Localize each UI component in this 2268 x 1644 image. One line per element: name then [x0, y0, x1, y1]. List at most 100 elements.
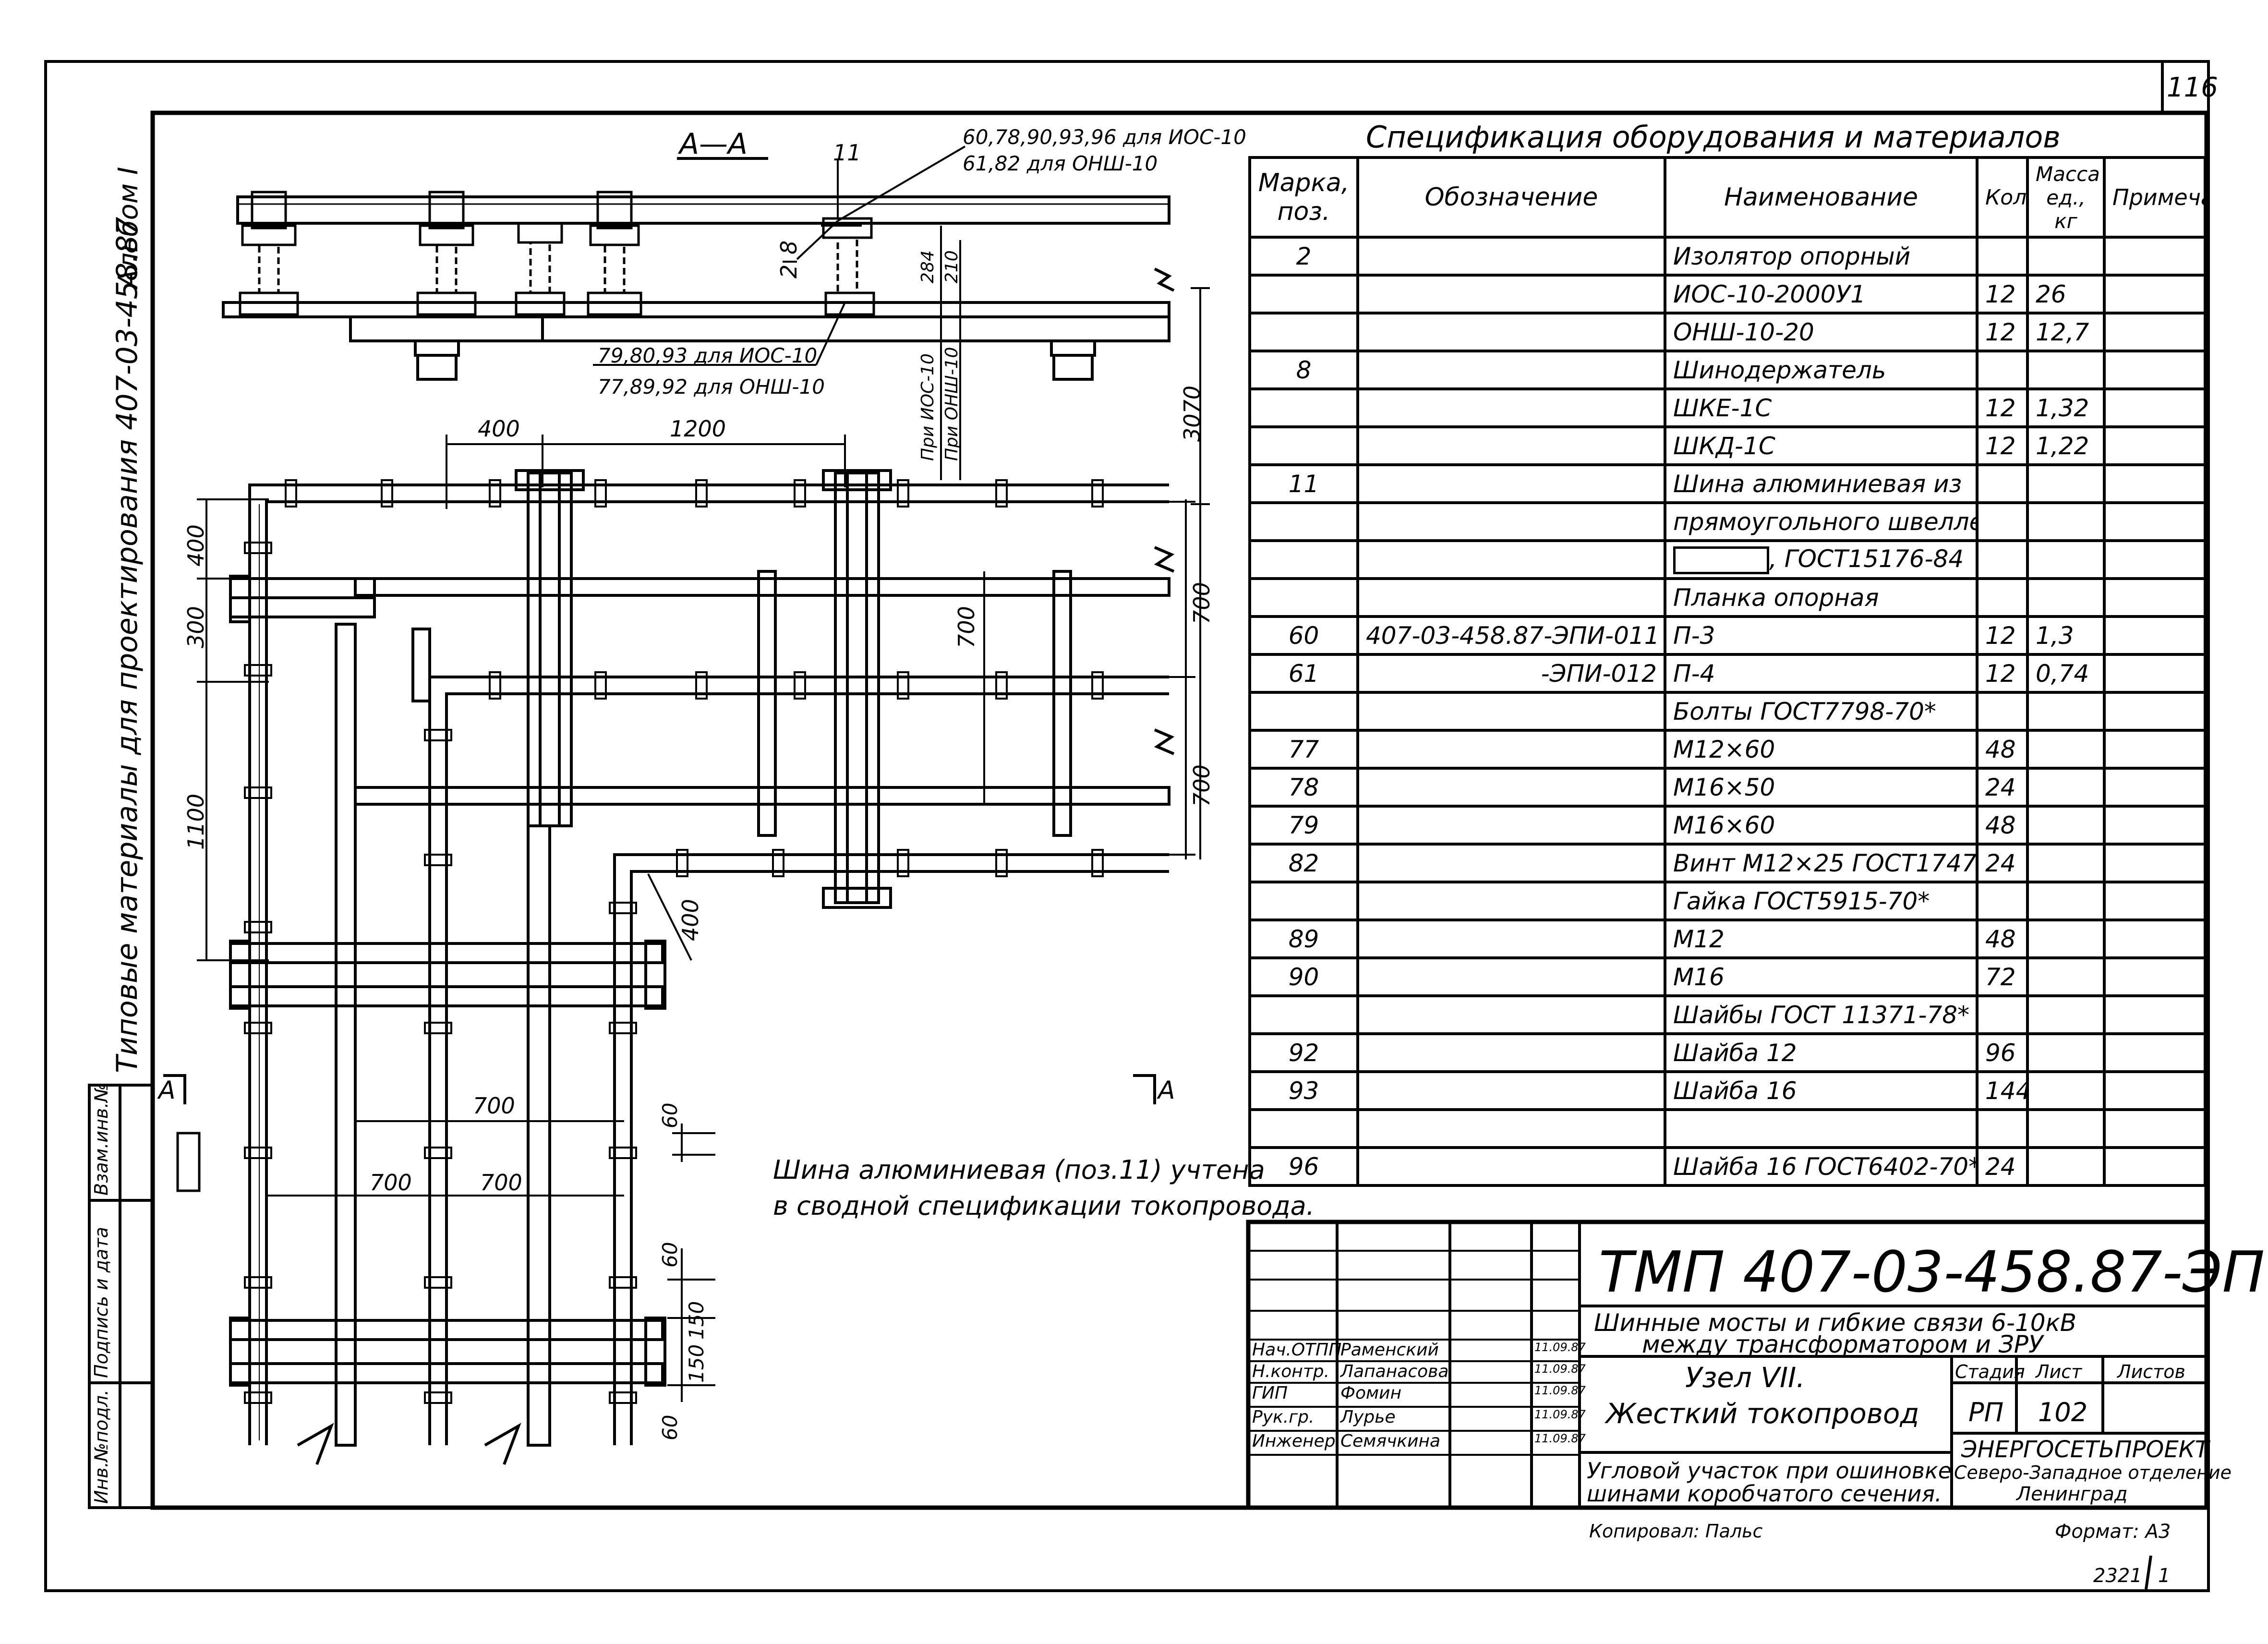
pos-11-label: 11 — [833, 140, 861, 166]
spec-cell-note — [2103, 350, 2207, 390]
spec-cell-note — [2103, 236, 2207, 277]
spec-cell-mass — [2026, 691, 2106, 732]
spec-cell-qty: 72 — [1976, 956, 2029, 997]
project-line1: Шинные мосты и гибкие связи 6-10кВ — [1594, 1309, 2077, 1337]
spec-cell-qty — [1976, 1108, 2029, 1149]
spec-cell-note — [2103, 463, 2207, 504]
spec-row: Планка опорная — [1248, 577, 2207, 618]
spec-cell-qty — [1976, 881, 2029, 921]
spec-cell-qty: 12 — [1976, 615, 2029, 656]
signer-role: Н.контр. — [1252, 1362, 1330, 1381]
spec-cell-name: Шайбы ГОСТ 11371-78* — [1664, 994, 1978, 1035]
spec-cell-name: П-3 — [1664, 615, 1978, 656]
spec-cell-mass — [2026, 843, 2106, 883]
spec-cell-note — [2103, 1146, 2207, 1187]
spec-cell-note — [2103, 387, 2207, 428]
spec-cell-pos: 89 — [1248, 919, 1359, 959]
spec-cell-pos — [1248, 691, 1359, 732]
spec-cell-note — [2103, 919, 2207, 959]
pos-2-label: 2 — [776, 264, 802, 278]
side-stamp-sign: Подпись и дата — [91, 1227, 112, 1378]
signer-name: Лурье — [1340, 1407, 1396, 1427]
spec-cell-designation — [1356, 501, 1666, 542]
spec-cell-note — [2103, 1108, 2207, 1149]
spec-cell-name: ШКЕ-1С — [1664, 387, 1978, 428]
spec-row: Болты ГОСТ7798-70* — [1248, 691, 2207, 732]
signer-date: 11.09.87 — [1534, 1384, 1586, 1397]
blank-size-box — [1673, 546, 1769, 575]
spec-cell-pos — [1248, 501, 1359, 542]
spec-cell-pos — [1248, 881, 1359, 921]
dim-onsh: При ОНШ-10 — [942, 347, 962, 461]
spec-cell-designation — [1356, 312, 1666, 352]
spec-cell-qty — [1976, 691, 2029, 732]
spec-cell-designation: -ЭПИ-012 — [1356, 653, 1666, 694]
spec-cell-designation — [1356, 843, 1666, 883]
cut-mark-left: А — [158, 1076, 176, 1105]
spec-cell-designation — [1356, 274, 1666, 314]
spec-cell-name: М16 — [1664, 956, 1978, 997]
spec-cell-text: , ГОСТ15176-84 — [1769, 544, 1964, 573]
format-label: Формат: А3 — [2055, 1521, 2171, 1543]
copied-by: Копировал: Пальс — [1589, 1521, 1763, 1542]
dim-700-mid: 700 — [953, 606, 979, 648]
spec-row: прямоугольного швеллера — [1248, 501, 2207, 542]
section-note-top-2: 61,82 для ОНШ-10 — [963, 152, 1158, 175]
plan-view — [163, 287, 1210, 1465]
spec-cell-designation — [1356, 994, 1666, 1035]
spec-cell-name: М16×60 — [1664, 805, 1978, 846]
spec-row: Шайбы ГОСТ 11371-78* — [1248, 994, 2207, 1035]
spec-cell-qty: 12 — [1976, 425, 2029, 466]
spec-cell-qty: 12 — [1976, 274, 2029, 314]
spec-cell-mass — [2026, 881, 2106, 921]
spec-cell-designation — [1356, 729, 1666, 770]
spec-cell-mass — [2026, 1146, 2106, 1187]
dim-1100: 1100 — [183, 793, 209, 850]
spec-cell-name: Шайба 16 ГОСТ6402-70* — [1664, 1146, 1978, 1187]
spec-cell-note — [2103, 1070, 2207, 1111]
col-note-header: Примечание — [2103, 156, 2207, 239]
plan-note-line2: в сводной спецификации токопровода. — [773, 1191, 1315, 1221]
spec-cell-name: , ГОСТ15176-84 — [1664, 539, 1978, 580]
spec-cell-mass: 1,32 — [2026, 387, 2106, 428]
spec-row: , ГОСТ15176-84 — [1248, 539, 2207, 580]
signer-role: ГИП — [1252, 1383, 1288, 1403]
spec-cell-designation — [1356, 577, 1666, 618]
spec-cell-qty: 48 — [1976, 805, 2029, 846]
spec-title: Спецификация оборудования и материалов — [1366, 120, 2061, 155]
spec-cell-pos — [1248, 539, 1359, 580]
spec-cell-pos: 78 — [1248, 767, 1359, 808]
col-qty-header: Кол. — [1976, 156, 2029, 239]
spec-cell-name: ИОС-10-2000У1 — [1664, 274, 1978, 314]
spec-cell-mass — [2026, 1032, 2106, 1073]
dim-210: 210 — [942, 250, 962, 283]
stage-label: Стадия — [1955, 1361, 2025, 1382]
spec-cell-note — [2103, 729, 2207, 770]
spec-row: Гайка ГОСТ5915-70* — [1248, 881, 2207, 921]
spec-cell-name: ОНШ-10-20 — [1664, 312, 1978, 352]
spec-cell-mass — [2026, 539, 2106, 580]
spec-cell-qty — [1976, 463, 2029, 504]
section-note-top-1: 60,78,90,93,96 для ИОС-10 — [963, 125, 1246, 149]
spec-cell-note — [2103, 805, 2207, 846]
title-block-grid — [1246, 1220, 2209, 1510]
spec-cell-name: Изолятор опорный — [1664, 236, 1978, 277]
signer-date: 11.09.87 — [1534, 1408, 1586, 1421]
spec-cell-qty — [1976, 350, 2029, 390]
spec-cell-note — [2103, 425, 2207, 466]
signer-role: Инженер — [1252, 1431, 1336, 1451]
spec-cell-designation — [1356, 919, 1666, 959]
sheet-title-1: Угловой участок при ошиновке — [1587, 1458, 1952, 1484]
plan-note-line1: Шина алюминиевая (поз.11) учтена — [773, 1155, 1265, 1185]
spec-cell-pos: 93 — [1248, 1070, 1359, 1111]
spec-row — [1248, 1108, 2207, 1149]
spec-cell-pos — [1248, 1108, 1359, 1149]
